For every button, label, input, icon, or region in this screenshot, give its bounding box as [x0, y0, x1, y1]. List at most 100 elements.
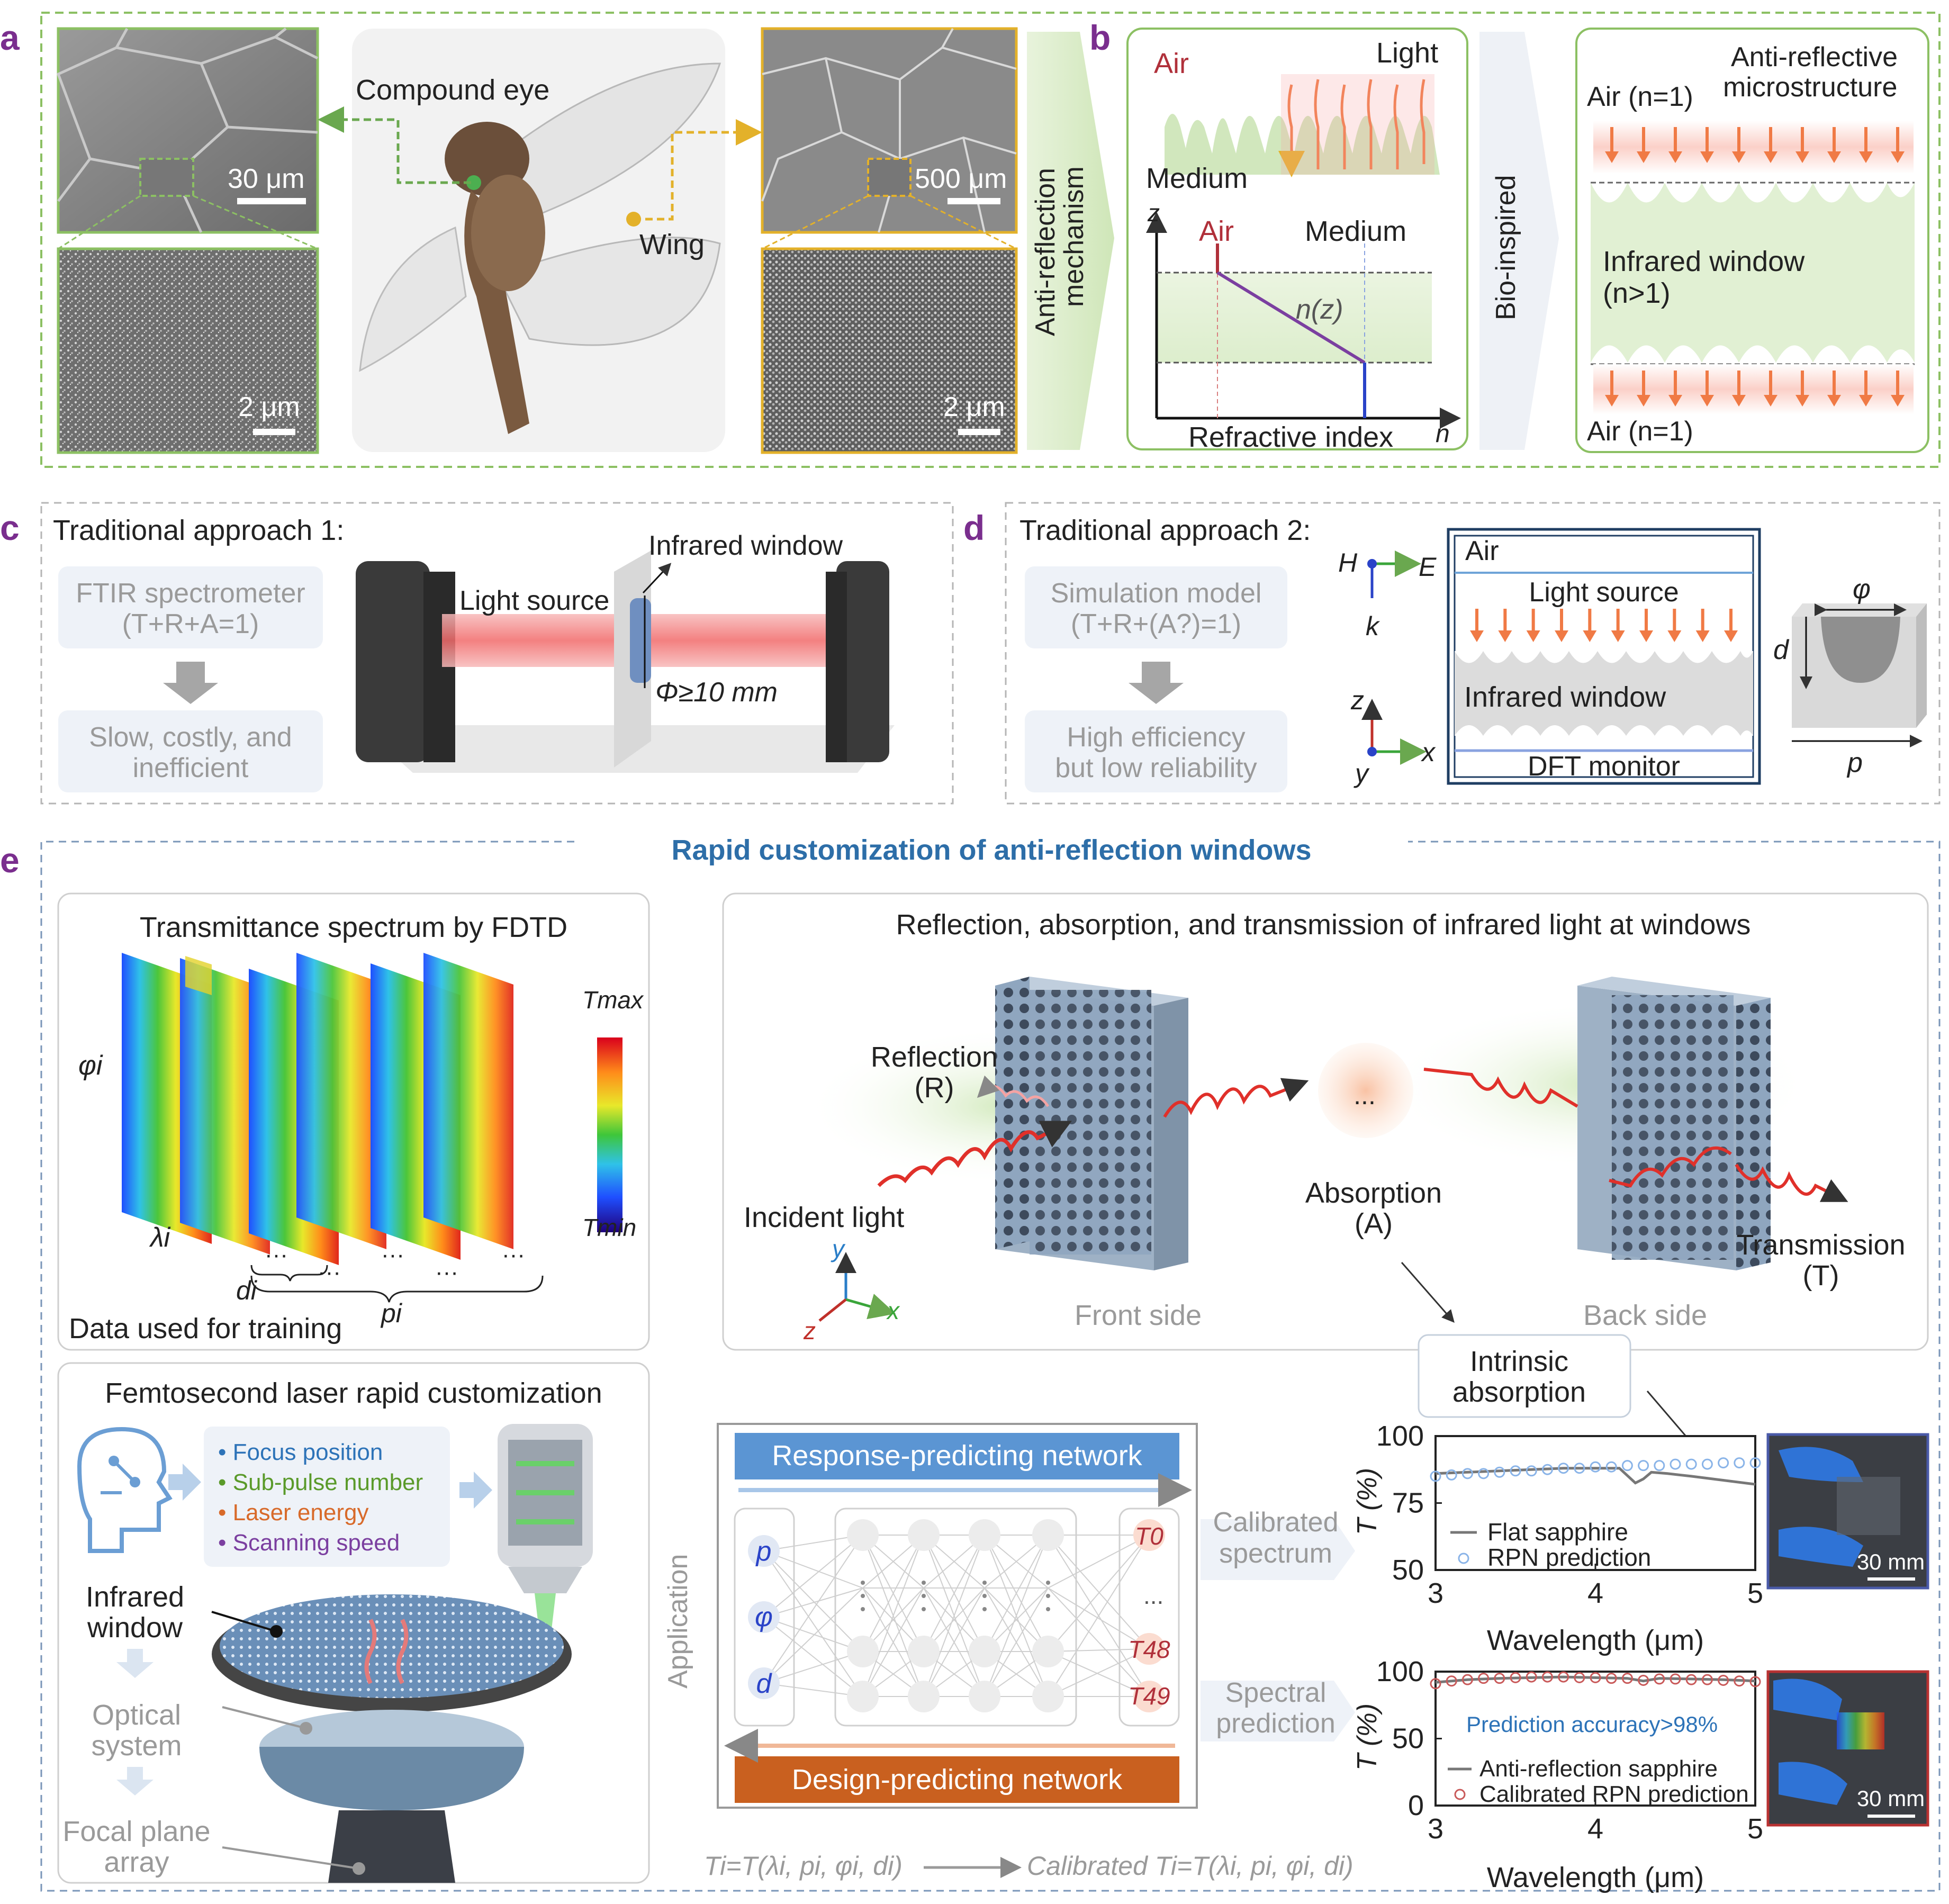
- nn-ellipsis-dot: [1046, 1607, 1050, 1611]
- nn-out-t48: T48: [1128, 1636, 1170, 1663]
- label-transmission-1: Transmission: [1736, 1229, 1905, 1261]
- sem-compound-eye-bottom: 2 μm: [57, 247, 319, 454]
- box-high-efficiency-line2: but low reliability: [1055, 753, 1257, 783]
- sim-window: [1455, 651, 1753, 736]
- chart2-legend-2: Calibrated RPN prediction: [1479, 1781, 1749, 1807]
- intrinsic-line1: Intrinsic: [1470, 1346, 1568, 1377]
- microstructure-top: [1591, 183, 1915, 203]
- mechanism-label-line1: Anti-reflection: [1030, 168, 1061, 336]
- lambda-i: λi: [149, 1222, 171, 1253]
- series-point: [1574, 1463, 1585, 1474]
- series-point: [1574, 1672, 1585, 1683]
- label-infrared-window-b: Infrared window: [1603, 246, 1805, 277]
- nn-link: [862, 1587, 924, 1697]
- chart2-annotation: Prediction accuracy>98%: [1466, 1712, 1718, 1737]
- orb-ellipsis: ...: [1354, 1080, 1376, 1110]
- panel-letter-c: c: [0, 508, 20, 547]
- series-point: [1605, 1461, 1617, 1473]
- bio-inspired-arrow: [1479, 32, 1559, 450]
- nn-hidden-node: [1032, 1681, 1064, 1712]
- arrow-down-d: [1129, 662, 1184, 704]
- arrow-bottom-b-head: [1795, 395, 1809, 407]
- nn-link: [763, 1683, 863, 1697]
- y-tick-label: 50: [1392, 1723, 1424, 1755]
- glow-top-b: [1593, 121, 1914, 174]
- arrow-wing-to-sem: [634, 119, 762, 221]
- arrow-top-b-head: [1795, 151, 1809, 163]
- nn-hidden-node: [969, 1681, 1000, 1712]
- label-reflection-1: Reflection: [871, 1041, 998, 1073]
- zoom-line-left-2: [193, 195, 318, 250]
- label-focal-1: Focal plane: [62, 1816, 210, 1847]
- back-window-block: [1577, 977, 1771, 1270]
- chart2-frame: [1434, 1671, 1756, 1807]
- series-point: [1621, 1460, 1633, 1472]
- axis-z-e: z: [803, 1317, 816, 1344]
- label-infrared-window-2: window: [87, 1612, 183, 1644]
- ri-label-refractive-index: Refractive index: [1188, 421, 1393, 453]
- dragonfly-photo: [352, 29, 725, 452]
- t-max: Tmax: [582, 986, 644, 1014]
- label-focal-2: array: [104, 1846, 169, 1878]
- nn-hidden-node: [908, 1681, 940, 1712]
- label-air-n1-top: Air (n=1): [1587, 82, 1693, 112]
- fdtd-title: Transmittance spectrum by FDTD: [140, 912, 567, 943]
- nn-out-t0: T0: [1135, 1522, 1163, 1550]
- box-ftir-line1: FTIR spectrometer: [76, 578, 305, 609]
- nn-ellipsis-dot: [982, 1607, 987, 1611]
- spectral-line2: prediction: [1216, 1708, 1335, 1739]
- box-slow: [58, 710, 323, 792]
- nn-ellipsis-dot: [1046, 1581, 1050, 1585]
- nn-output-panel: [1118, 1508, 1180, 1727]
- reflected-wave: [977, 1075, 1050, 1107]
- arrow-top-b-head: [1732, 151, 1746, 163]
- incident-wave: [877, 1121, 1072, 1187]
- series-point: [1654, 1673, 1665, 1685]
- label-anti-reflective-1: Anti-reflective: [1731, 42, 1898, 73]
- label-light-source-c: Light source: [459, 585, 609, 616]
- arrow-top-b-head: [1891, 151, 1905, 163]
- rat-title: Reflection, absorption, and transmission…: [896, 909, 1751, 941]
- light-glow-b: [1281, 74, 1434, 175]
- nn-ellipsis-dot: [861, 1607, 865, 1611]
- panel-e-title: Rapid customization of anti-reflection w…: [671, 834, 1311, 866]
- axis-x-e: x: [886, 1297, 900, 1324]
- glove-top-1: [1779, 1447, 1863, 1482]
- dots-2: ···: [318, 1259, 341, 1285]
- window-slab: [1591, 183, 1915, 363]
- inner-wave: [1423, 1068, 1578, 1108]
- box-high-efficiency-line1: High efficiency: [1067, 722, 1245, 753]
- glove-top-2: [1779, 1527, 1863, 1567]
- sim-window-top: [1455, 651, 1753, 663]
- series-point: [1654, 1460, 1665, 1472]
- box-slow-line1: Slow, costly, and: [89, 722, 292, 753]
- ri-label-medium: Medium: [1305, 215, 1406, 247]
- unit-phi: φ: [1853, 574, 1871, 604]
- sim-arrow-head: [1695, 630, 1710, 642]
- series-point: [1718, 1457, 1729, 1469]
- brace-large: [250, 1275, 544, 1303]
- arrow-bottom-b-head: [1764, 395, 1777, 407]
- nn-link: [862, 1535, 924, 1697]
- axis-y-e: y: [831, 1235, 846, 1262]
- chart1-xlabel: Wavelength (μm): [1487, 1625, 1704, 1656]
- optical-lens: [259, 1710, 524, 1883]
- d-i: di: [236, 1276, 258, 1305]
- series-point: [1461, 1674, 1473, 1685]
- nn-link: [763, 1550, 863, 1589]
- series-point: [1718, 1674, 1729, 1686]
- nn-link: [763, 1587, 863, 1618]
- panel-d-title: Traditional approach 2:: [1019, 515, 1311, 546]
- axis-y-d: y: [1354, 759, 1370, 788]
- series-point: [1494, 1466, 1505, 1478]
- scale-2um-left: 2 μm: [238, 392, 300, 422]
- ri-label-n: n: [1436, 420, 1450, 448]
- arrow-down-optical-focal: [116, 1767, 154, 1795]
- axis-e: E: [1419, 552, 1437, 582]
- panel-c-frame: [40, 502, 954, 805]
- param-speed: • Scanning speed: [218, 1530, 400, 1556]
- y-tick-label: 100: [1376, 1420, 1424, 1452]
- arrow-bottom-b-head: [1637, 395, 1650, 407]
- zoom-line-left-1: [58, 195, 141, 250]
